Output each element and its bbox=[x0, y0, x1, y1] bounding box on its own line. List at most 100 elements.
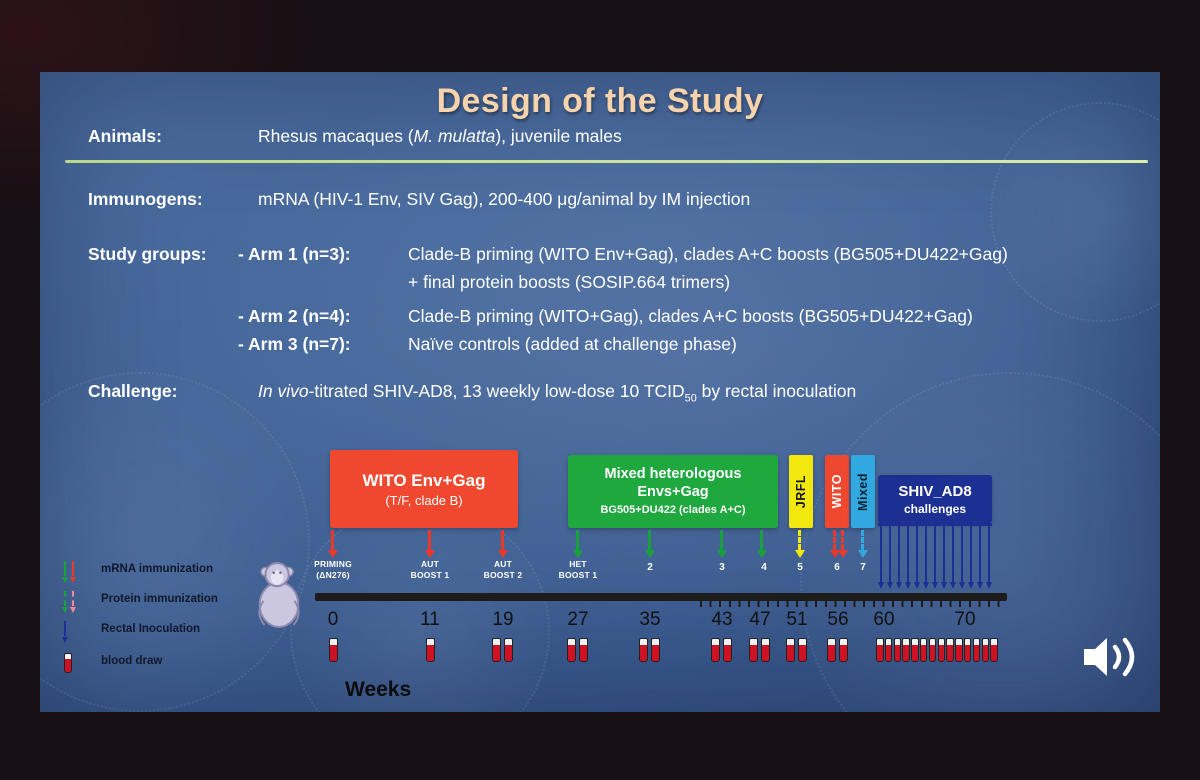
challenge-label: Challenge: bbox=[88, 381, 178, 401]
immunogens-row: Immunogens: mRNA (HIV-1 Env, SIV Gag), 2… bbox=[88, 189, 750, 210]
blood-draw-group-week11 bbox=[426, 638, 435, 662]
event-label-het1-line1: HET bbox=[569, 559, 587, 569]
jrfl-protein-box-label: JRFL bbox=[794, 474, 808, 509]
audio-button[interactable] bbox=[1080, 632, 1146, 682]
monkey-icon bbox=[248, 558, 310, 635]
blood-vial bbox=[937, 638, 946, 662]
rectal-inoculation-arrow bbox=[967, 524, 974, 589]
study-groups-label-row: Study groups: bbox=[88, 244, 258, 265]
blood-vial bbox=[426, 638, 435, 662]
mixed-protein-box-label: Mixed bbox=[856, 472, 870, 511]
arm-1-text: Clade-B priming (WITO Env+Gag), clades A… bbox=[408, 244, 1008, 264]
event-label-priming-line2: (ΔN276) bbox=[316, 570, 350, 581]
legend-mrna-icons bbox=[61, 560, 92, 583]
week-label-51: 51 bbox=[786, 609, 808, 630]
mrna-arrow-week11 bbox=[424, 530, 435, 558]
blood-vial bbox=[579, 638, 588, 662]
blood-vial bbox=[884, 638, 893, 662]
week-label-27: 27 bbox=[567, 609, 589, 630]
blood-vial bbox=[749, 638, 758, 662]
rectal-inoculation-arrow bbox=[985, 524, 992, 589]
blood-vial bbox=[786, 638, 795, 662]
week-label-47: 47 bbox=[749, 609, 771, 630]
legend-rectal-icons bbox=[61, 620, 92, 643]
challenge-row: Challenge: In vivo-titrated SHIV-AD8, 13… bbox=[88, 381, 856, 405]
blood-vial bbox=[639, 638, 648, 662]
rectal-inoculation-arrow bbox=[895, 524, 902, 589]
legend-protein-label: Protein immunization bbox=[101, 593, 218, 605]
mixed-protein-box: Mixed bbox=[851, 455, 875, 528]
blood-vial bbox=[919, 638, 928, 662]
challenge-tcid-subscript: 50 bbox=[684, 392, 697, 405]
mixed-env-box-title2: Envs+Gag bbox=[637, 483, 709, 500]
blood-vial bbox=[798, 638, 807, 662]
blue-arrow-icon bbox=[61, 621, 68, 643]
animals-label: Animals: bbox=[88, 126, 162, 146]
virus-watermark bbox=[40, 372, 310, 712]
protein-arrow-wito-1 bbox=[829, 530, 840, 558]
arm-1-text-continued: + final protein boosts (SOSIP.664 trimer… bbox=[408, 272, 731, 292]
blood-vial bbox=[972, 638, 981, 662]
event-number-5: 5 bbox=[797, 562, 803, 573]
blood-vial bbox=[963, 638, 972, 662]
blood-vial bbox=[567, 638, 576, 662]
blood-draw-group-challenge bbox=[876, 638, 998, 662]
blood-draw-group-week27 bbox=[567, 638, 588, 662]
rectal-inoculation-arrow bbox=[913, 524, 920, 589]
mrna-arrow-week35 bbox=[644, 530, 655, 558]
wito-prime-box-title: WITO Env+Gag bbox=[362, 470, 486, 490]
blood-vial bbox=[990, 638, 998, 662]
blood-vial-icon bbox=[64, 653, 72, 673]
timeline-tick-marks bbox=[700, 601, 1007, 607]
rectal-inoculation-arrow bbox=[931, 524, 938, 589]
rectal-inoculation-arrow bbox=[940, 524, 947, 589]
blood-vial bbox=[876, 638, 884, 662]
blood-draw-group-week47 bbox=[749, 638, 770, 662]
legend-mrna-label: mRNA immunization bbox=[101, 563, 214, 575]
shiv-challenge-box: SHIV_AD8 challenges bbox=[878, 475, 992, 523]
protein-arrow-jrfl bbox=[794, 530, 805, 558]
blood-draw-group-week43 bbox=[711, 638, 732, 662]
event-number-4: 4 bbox=[761, 562, 767, 573]
event-label-het1-line2: BOOST 1 bbox=[558, 570, 598, 581]
week-label-35: 35 bbox=[639, 609, 661, 630]
blood-vial bbox=[955, 638, 963, 662]
arm-2-text: Clade-B priming (WITO+Gag), clades A+C b… bbox=[408, 306, 973, 326]
arm-2-row: - Arm 2 (n=4): Clade-B priming (WITO+Gag… bbox=[238, 306, 973, 327]
wito-prime-box-subtitle: (T/F, clade B) bbox=[385, 492, 463, 508]
mrna-arrow-week43 bbox=[716, 530, 727, 558]
legend-rectal-label: Rectal Inoculation bbox=[101, 623, 201, 635]
blood-draw-group-week51 bbox=[786, 638, 807, 662]
arm-1-row: - Arm 1 (n=3): Clade-B priming (WITO Env… bbox=[238, 244, 1008, 265]
event-label-aut-boost2: AUT BOOST 2 bbox=[484, 559, 523, 581]
challenge-arrows bbox=[877, 524, 992, 590]
blood-vial bbox=[761, 638, 770, 662]
slide-title: Design of the Study bbox=[436, 82, 764, 120]
pink-dashed-arrow-icon bbox=[69, 591, 76, 613]
event-label-aut1-line1: AUT bbox=[420, 559, 440, 569]
shiv-challenge-box-subtitle: challenges bbox=[903, 501, 967, 516]
rectal-inoculation-arrow bbox=[949, 524, 956, 589]
challenge-text-mid: -titrated SHIV-AD8, 13 weekly low-dose 1… bbox=[308, 381, 685, 401]
rectal-inoculation-arrow bbox=[904, 524, 911, 589]
week-label-70: 70 bbox=[954, 609, 976, 630]
wito-protein-box: WITO bbox=[825, 455, 849, 528]
blood-vial bbox=[329, 638, 338, 662]
week-label-0: 0 bbox=[327, 609, 339, 630]
legend-protein-icons bbox=[61, 590, 92, 613]
event-label-aut2-line1: AUT bbox=[493, 559, 513, 569]
legend-item-rectal: Rectal Inoculation bbox=[61, 620, 201, 643]
shiv-challenge-box-title: SHIV_AD8 bbox=[898, 482, 972, 500]
blood-draw-group-week19 bbox=[492, 638, 513, 662]
mrna-arrow-week27 bbox=[572, 530, 583, 558]
green-dashed-arrow-icon bbox=[61, 591, 68, 613]
study-groups-label: Study groups: bbox=[88, 244, 207, 264]
virus-watermark bbox=[990, 102, 1160, 322]
event-number-2: 2 bbox=[647, 562, 653, 573]
wito-prime-box: WITO Env+Gag (T/F, clade B) bbox=[330, 450, 518, 528]
weeks-axis-label: Weeks bbox=[345, 678, 412, 701]
blood-draw-group-week0 bbox=[329, 638, 338, 662]
blood-vial bbox=[723, 638, 732, 662]
animals-row: Animals: Rhesus macaques (M. mulatta), j… bbox=[88, 126, 622, 147]
